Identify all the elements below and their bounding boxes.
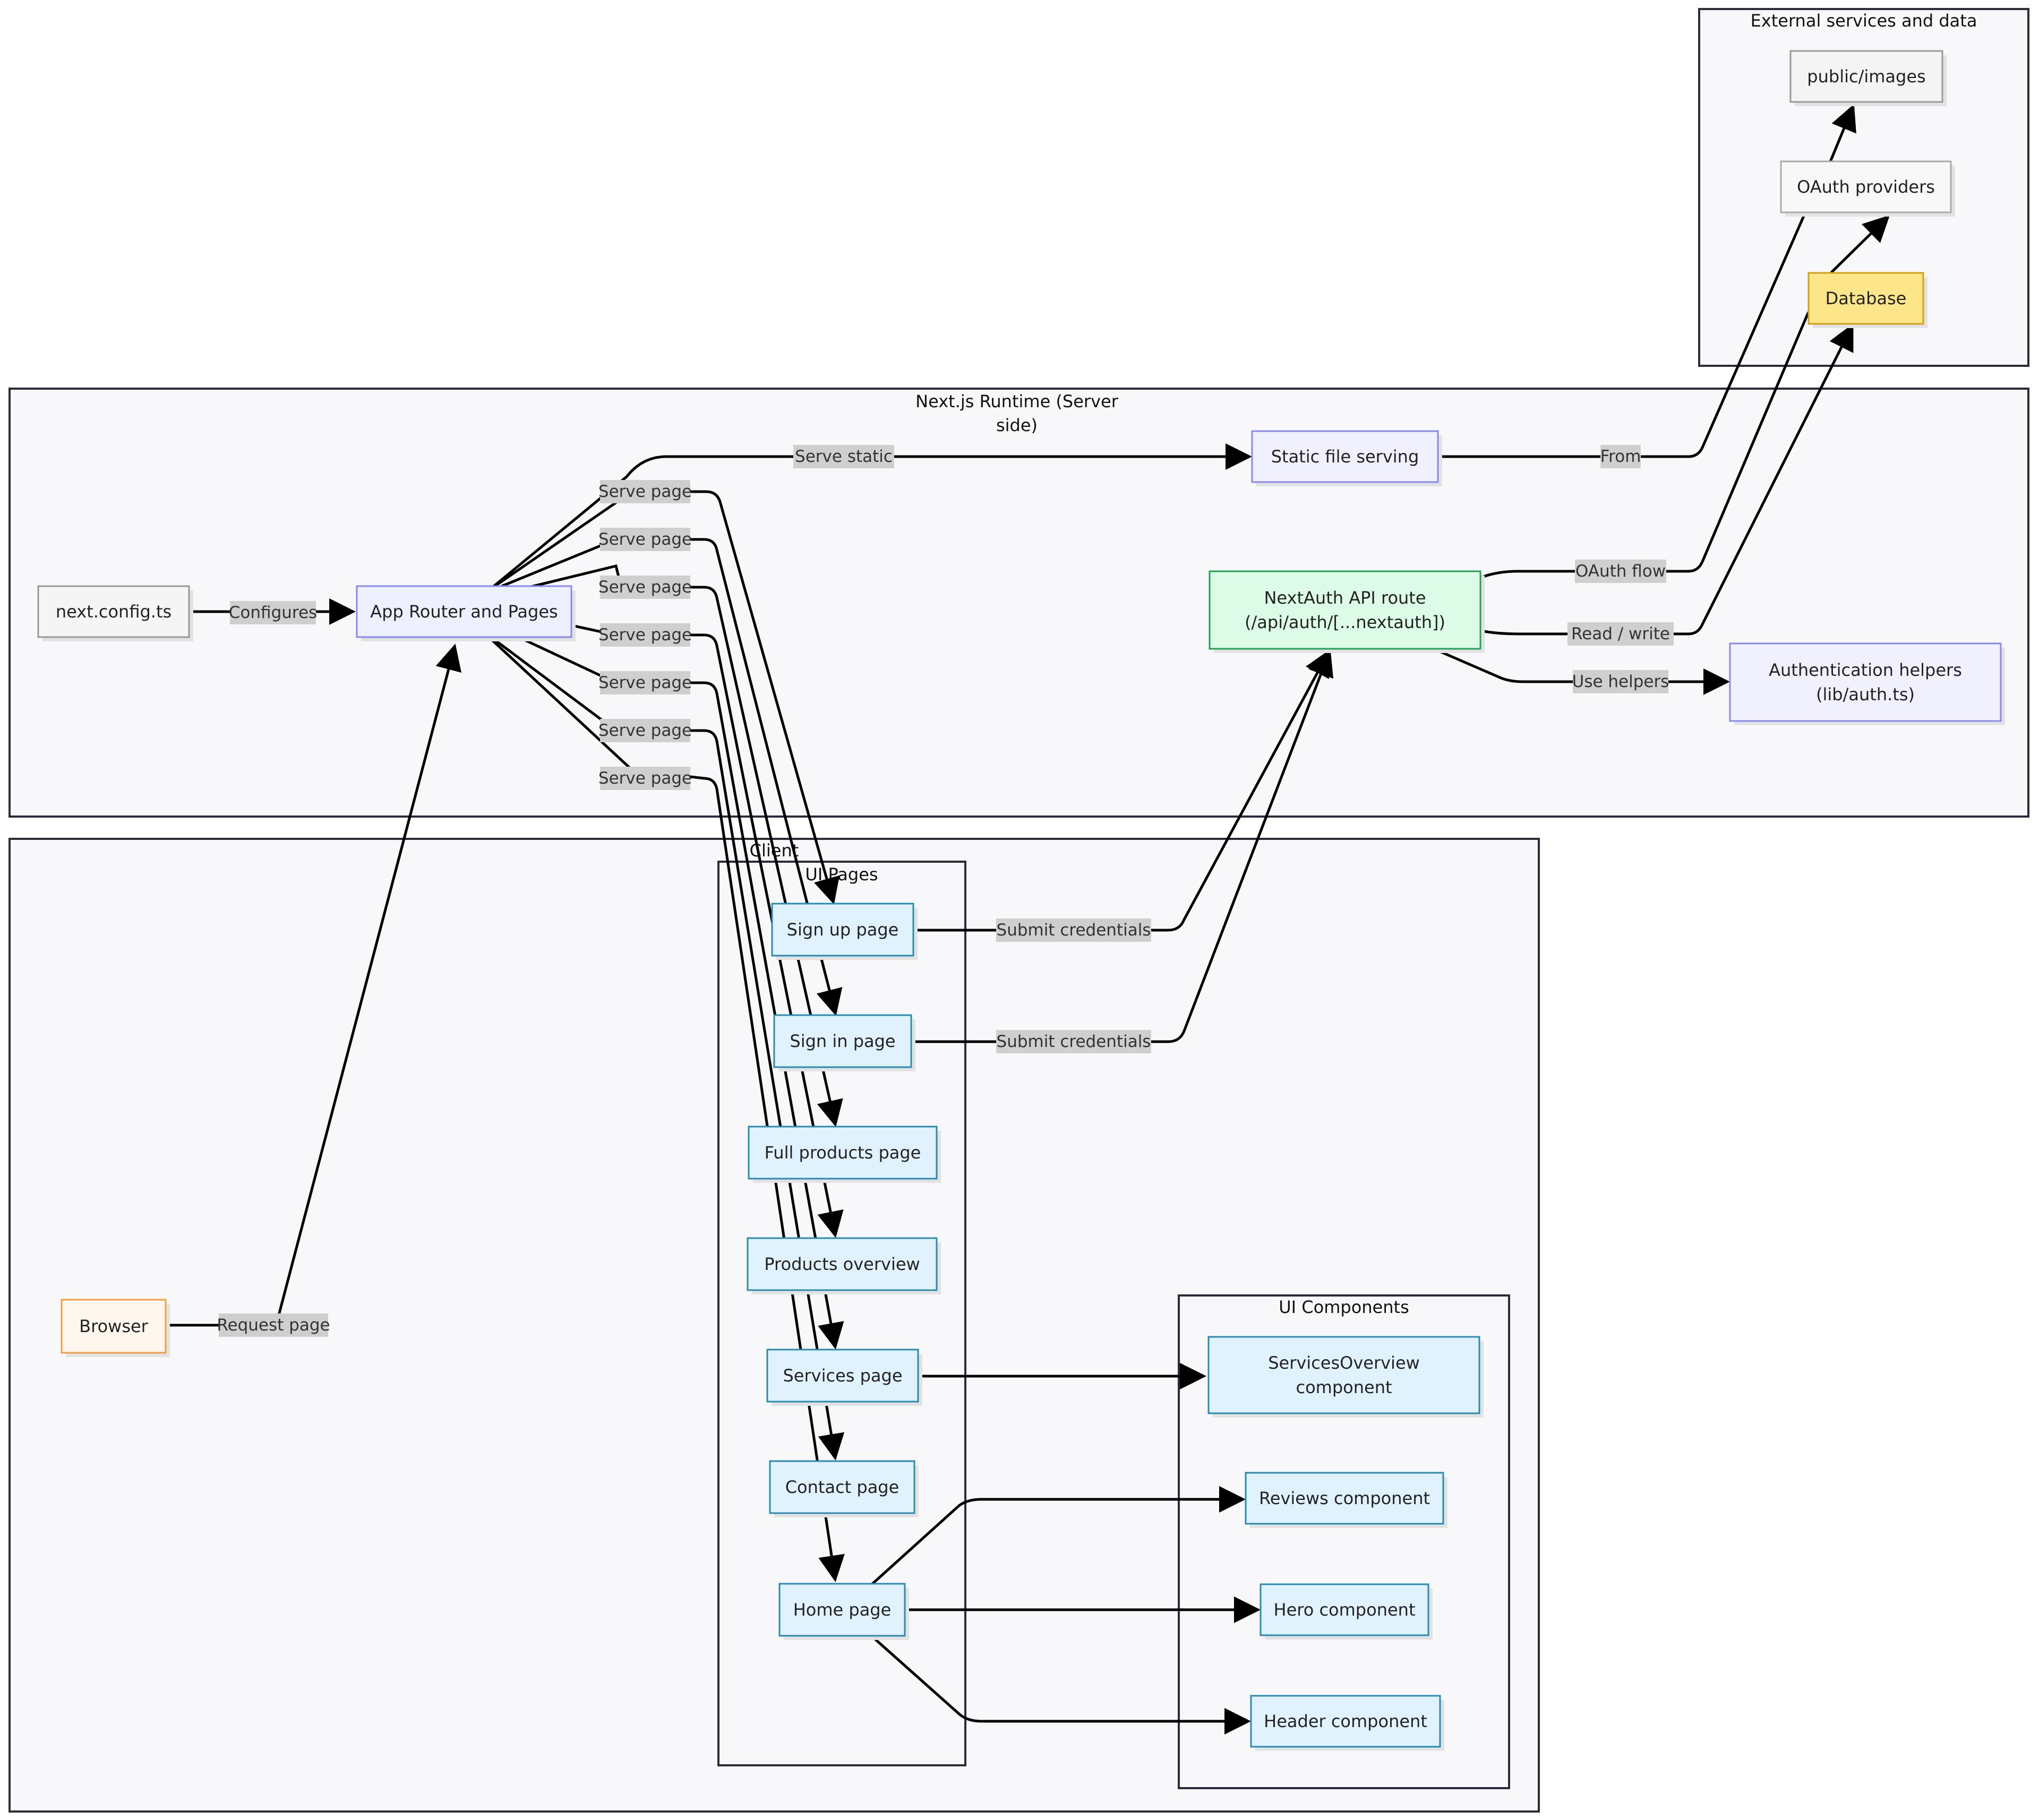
svg-text:Configures: Configures (229, 603, 317, 622)
edge-label-request-page: Request page (217, 1314, 330, 1337)
svg-text:Use helpers: Use helpers (1572, 672, 1669, 691)
node-services-overview-component: ServicesOverview component (1207, 1336, 1484, 1418)
svg-text:Products overview: Products overview (764, 1254, 920, 1274)
svg-text:next.config.ts: next.config.ts (56, 602, 172, 622)
svg-text:Full products page: Full products page (765, 1143, 921, 1163)
svg-text:Request page: Request page (217, 1316, 330, 1335)
svg-text:Read / write: Read / write (1571, 624, 1670, 643)
edge-label-serve-static: Serve static (793, 445, 894, 468)
svg-text:Services page: Services page (783, 1366, 902, 1386)
svg-text:NextAuth API route: NextAuth API route (1264, 588, 1426, 608)
edge-label-serve-page-1: Serve page (598, 480, 692, 503)
svg-text:Reviews component: Reviews component (1259, 1488, 1430, 1508)
node-hero-component: Hero component (1260, 1583, 1433, 1639)
edge-serve-contact (493, 638, 845, 1461)
svg-text:Database: Database (1826, 288, 1907, 308)
svg-text:Sign in page: Sign in page (790, 1031, 895, 1051)
edge-label-submit-credentials-1: Submit credentials (996, 918, 1151, 942)
group-ui-components-title: UI Components (1279, 1297, 1409, 1317)
node-home-page: Home page (778, 1583, 909, 1640)
node-nextauth-api-route: NextAuth API route (/api/auth/[...nextau… (1209, 570, 1485, 653)
edge-label-submit-credentials-2: Submit credentials (996, 1030, 1151, 1053)
svg-text:Header component: Header component (1264, 1711, 1427, 1731)
svg-text:Authentication helpers: Authentication helpers (1769, 660, 1962, 680)
edge-home-to-reviews (871, 1486, 1246, 1585)
svg-text:Contact page: Contact page (785, 1477, 899, 1497)
edge-nextauth-oauth-flow (1480, 214, 1890, 579)
node-reviews-component: Reviews component (1245, 1472, 1447, 1528)
svg-text:Serve page: Serve page (598, 578, 692, 597)
edge-label-serve-page-2: Serve page (598, 528, 692, 551)
edge-label-read-write: Read / write (1567, 622, 1674, 646)
node-services-page: Services page (766, 1349, 922, 1406)
svg-text:(/api/auth/[...nextauth]): (/api/auth/[...nextauth]) (1245, 612, 1445, 632)
svg-text:OAuth flow: OAuth flow (1575, 562, 1666, 581)
edge-static-from-public-images (1439, 104, 1856, 458)
svg-text:Static file serving: Static file serving (1271, 447, 1419, 467)
edge-label-serve-page-5: Serve page (598, 671, 692, 694)
node-contact-page: Contact page (769, 1460, 919, 1517)
svg-text:component: component (1296, 1377, 1392, 1397)
edge-serve-home (490, 638, 845, 1582)
node-signup-page: Sign up page (771, 903, 918, 960)
svg-text:From: From (1600, 447, 1641, 466)
node-browser: Browser (61, 1299, 170, 1357)
svg-text:Home page: Home page (793, 1600, 892, 1620)
node-static-file-serving: Static file serving (1251, 430, 1442, 486)
group-runtime-title-line2: side) (996, 415, 1038, 435)
svg-text:public/images: public/images (1807, 66, 1925, 87)
node-header-component: Header component (1250, 1695, 1444, 1751)
edge-labels: Configures Serve static Serve page Serve… (217, 445, 1674, 1337)
edge-serve-services (522, 638, 844, 1350)
node-auth-helpers: Authentication helpers (lib/auth.ts) (1729, 642, 2005, 725)
nodes: public/images OAuth providers Database n… (37, 50, 2005, 1751)
svg-text:Submit credentials: Submit credentials (997, 1032, 1151, 1051)
edge-serve-signin (501, 538, 843, 1016)
node-full-products-page: Full products page (748, 1126, 941, 1183)
svg-text:App Router and Pages: App Router and Pages (370, 602, 558, 622)
edge-label-configures: Configures (229, 601, 317, 624)
svg-text:(lib/auth.ts): (lib/auth.ts) (1816, 684, 1915, 705)
svg-text:Sign up page: Sign up page (787, 920, 899, 940)
group-ui-pages-title: UI Pages (805, 864, 878, 885)
svg-text:Serve page: Serve page (598, 769, 692, 788)
edge-label-serve-page-6: Serve page (598, 719, 692, 742)
edge-signin-submit (911, 649, 1334, 1043)
edge-label-oauth-flow: OAuth flow (1575, 560, 1666, 583)
edge-label-from: From (1600, 445, 1641, 468)
node-public-images: public/images (1789, 50, 1947, 106)
edge-nextauth-use-helpers (1433, 647, 1730, 695)
edge-label-serve-page-3: Serve page (598, 576, 692, 599)
group-runtime-title-line1: Next.js Runtime (Server (915, 391, 1119, 411)
svg-text:Serve page: Serve page (598, 721, 692, 740)
edge-signup-submit (913, 649, 1330, 932)
node-database: Database (1807, 272, 1927, 328)
svg-text:Serve page: Serve page (598, 625, 692, 645)
node-next-config: next.config.ts (37, 585, 193, 641)
edge-app-router-to-static (493, 443, 1252, 587)
svg-text:OAuth providers: OAuth providers (1797, 177, 1935, 197)
svg-text:Serve static: Serve static (795, 447, 893, 466)
edge-label-use-helpers: Use helpers (1572, 670, 1669, 693)
svg-text:Submit credentials: Submit credentials (997, 921, 1151, 940)
node-app-router: App Router and Pages (356, 585, 576, 641)
svg-text:Serve page: Serve page (598, 482, 692, 501)
edge-serve-products-overview (569, 623, 844, 1238)
svg-text:Serve page: Serve page (598, 530, 692, 549)
svg-text:Hero component: Hero component (1274, 1600, 1416, 1620)
node-signin-page: Sign in page (773, 1014, 915, 1071)
edge-label-serve-page-7: Serve page (598, 767, 692, 790)
node-oauth-providers: OAuth providers (1780, 160, 1955, 217)
svg-text:ServicesOverview: ServicesOverview (1268, 1353, 1420, 1373)
svg-text:Browser: Browser (79, 1316, 149, 1336)
edge-serve-signup (494, 490, 840, 905)
group-external-services-title: External services and data (1751, 11, 1977, 31)
edge-home-to-header (871, 1635, 1251, 1735)
node-products-overview: Products overview (747, 1237, 941, 1294)
svg-text:Serve page: Serve page (598, 673, 692, 692)
edge-label-serve-page-4: Serve page (598, 623, 692, 647)
